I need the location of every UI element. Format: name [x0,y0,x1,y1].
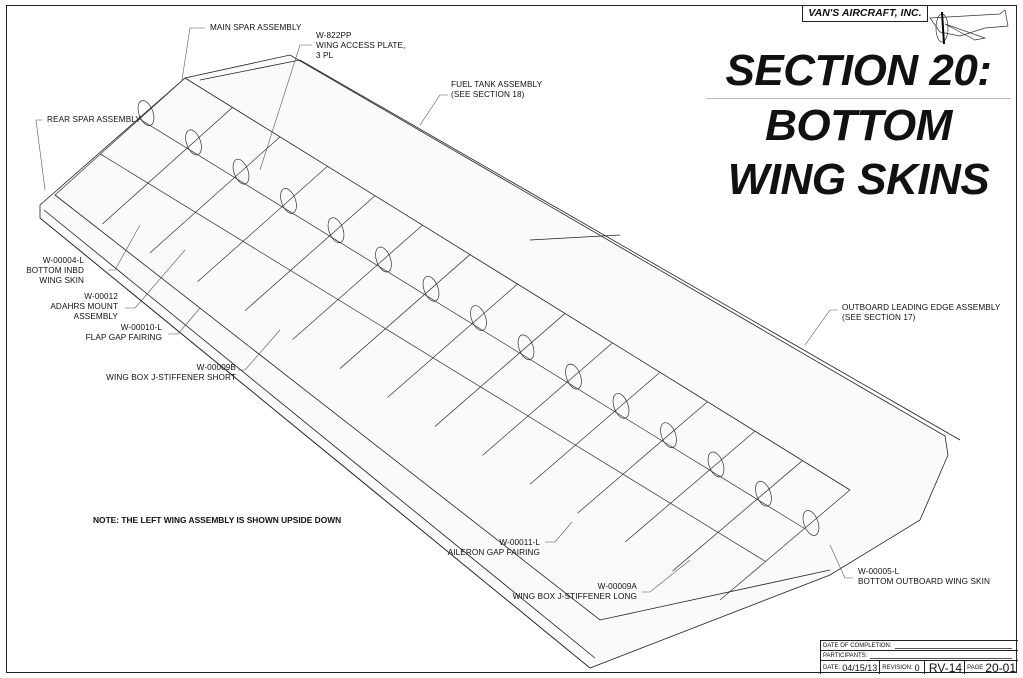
wing-rib [339,254,471,369]
j-stiffener [139,118,805,529]
trailing-edge-fairing-inner [43,209,596,659]
company-name: VAN'S AIRCRAFT, INC. [802,6,928,22]
date-value: 04/15/13 [842,662,878,673]
callout-text: W-00012 [84,292,118,301]
wing-rib [197,166,328,283]
callout-text: WING BOX J-STIFFENER LONG [512,592,637,601]
wing-rib [624,430,756,543]
callout-text: W-00011-L [499,538,540,547]
revision-label: REVISION: [882,664,913,671]
wing-rib [54,77,186,196]
trailing-edge-fairing [39,217,591,669]
wing-rib [244,195,376,311]
wing-rib [672,460,803,572]
wing-rib [719,489,851,601]
wing-rib [434,313,566,427]
j-stiffener [100,153,766,562]
callout-rear-spar: REAR SPAR ASSEMBLY [47,115,141,124]
drawing-note: NOTE: THE LEFT WING ASSEMBLY IS SHOWN UP… [93,515,342,525]
drawing-frame [6,5,1017,673]
callout-outbd-skin: W-00005-L BOTTOM OUTBOARD WING SKIN [858,567,990,587]
callout-text: AILERON GAP FAIRING [447,548,540,557]
callout-main-spar: MAIN SPAR ASSEMBLY [210,23,302,32]
callout-text: W-00009A [597,582,637,591]
callout-text: WING ACCESS PLATE, [316,41,406,50]
title-line-2: BOTTOM [765,101,952,150]
leading-edge-skin-line [199,59,961,441]
callout-text: (SEE SECTION 18) [451,90,525,99]
callout-adahrs: W-00012 ADAHRS MOUNT ASSEMBLY [40,292,118,322]
callout-text: 3 PL [316,51,334,60]
callout-stiffener-short: W-00009B WING BOX J-STIFFENER SHORT [100,363,236,383]
participants-label: PARTICIPANTS: [823,652,868,659]
callout-text: W-00005-L [858,567,900,576]
callout-aileron-gap: W-00011-L AILERON GAP FAIRING [430,538,540,558]
callout-stiffener-long: W-00009A WING BOX J-STIFFENER LONG [495,582,637,602]
callout-text: W-00009B [196,363,236,372]
participants-field [870,653,1012,659]
rib-lightening-hole [802,510,820,536]
callout-text: W-00010-L [120,323,162,332]
callout-text: BOTTOM INBD [26,266,84,275]
model-value: RV-14 [928,660,963,675]
wing-rib [102,107,233,225]
callout-text: (SEE SECTION 17) [842,313,916,322]
wing-rib [529,372,661,485]
callout-flap-gap: W-00010-L FLAP GAP FAIRING [80,323,162,343]
callout-text: FLAP GAP FAIRING [85,333,162,342]
callout-access-plate: W-822PP WING ACCESS PLATE, 3 PL [316,31,405,61]
wing-rib [482,342,613,456]
wing-rib [577,401,708,514]
callout-text: W-822PP [316,31,352,40]
wing-rib [292,224,423,340]
revision-value: 0 [914,662,920,673]
wing-rib [149,136,281,254]
callout-inbd-skin: W-00004-L BOTTOM INBD WING SKIN [20,256,84,286]
title-line-1: SECTION 20: [706,44,1011,99]
callout-text: OUTBOARD LEADING EDGE ASSEMBLY [842,303,1001,312]
title-block: DATE OF COMPLETION: PARTICIPANTS: DATE:0… [820,640,1018,675]
date-label: DATE: [823,664,841,671]
date-of-completion-field [894,643,1012,649]
title-line-3: WING SKINS [727,155,990,204]
callout-text: ADAHRS MOUNT [50,302,118,311]
callout-text: BOTTOM OUTBOARD WING SKIN [858,577,990,586]
wing-rib [387,283,518,398]
page-value: 20-01 [985,660,1016,675]
page-title: SECTION 20: BOTTOM WING SKINS [706,44,1011,207]
callout-text: WING SKIN [39,276,84,285]
callout-text: W-00004-L [42,256,84,265]
rear-spar-line [54,194,831,621]
callout-outbd-leading-edge: OUTBOARD LEADING EDGE ASSEMBLY (SEE SECT… [842,303,1000,323]
callout-fuel-tank: FUEL TANK ASSEMBLY (SEE SECTION 18) [451,80,542,100]
page-label: PAGE [967,664,984,671]
date-of-completion-label: DATE OF COMPLETION: [823,642,892,649]
callout-text: ASSEMBLY [73,312,118,321]
callout-text: FUEL TANK ASSEMBLY [451,80,543,89]
tank-rib-line [529,234,621,241]
callout-text: WING BOX J-STIFFENER SHORT [106,373,236,382]
